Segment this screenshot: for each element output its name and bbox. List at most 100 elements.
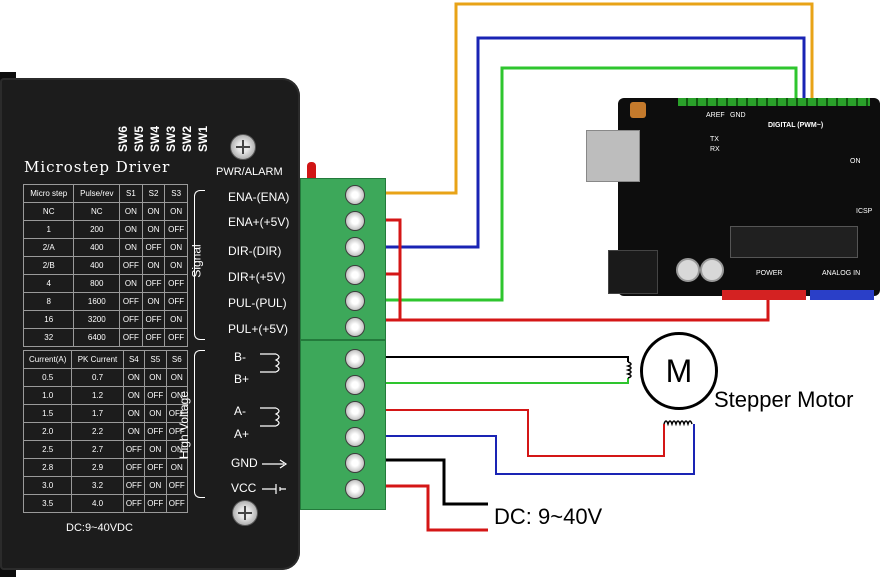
terminal-screw-icon[interactable]: [345, 375, 365, 395]
terminal-screw-icon[interactable]: [345, 427, 365, 447]
reset-button[interactable]: [630, 102, 646, 118]
table-cell: 2.7: [71, 440, 124, 459]
terminal-screw-icon[interactable]: [345, 211, 365, 231]
wire-green-b-plus: [384, 378, 629, 384]
capacitor-icon: [676, 258, 700, 282]
table-cell: ON: [119, 202, 143, 221]
table-cell: ON: [164, 238, 188, 257]
table-cell: OFF: [119, 256, 143, 275]
terminal-screw-icon[interactable]: [345, 401, 365, 421]
sw-label: SW4: [148, 125, 162, 152]
power-terminal-block: [300, 340, 386, 510]
table-cell: NC: [22, 202, 75, 221]
power-header-label: POWER: [756, 270, 783, 277]
sw-label: SW5: [132, 125, 146, 152]
table-cell: 400: [73, 238, 121, 257]
table-cell: OFF: [165, 404, 189, 423]
table-cell: ON: [165, 368, 189, 387]
sw-label: SW6: [116, 125, 130, 152]
table-cell: 2.0: [22, 422, 73, 441]
table-cell: OFF: [119, 310, 143, 329]
table-cell: ON: [144, 368, 167, 387]
pin-label-a-plus: A+: [234, 427, 250, 441]
high-voltage-bracket: [194, 350, 205, 498]
pin-label-a-minus: A-: [234, 404, 246, 418]
table-cell: OFF: [141, 274, 166, 293]
pin-label-dir-plus: DIR+(+5V): [228, 270, 286, 284]
table-cell: NC: [73, 202, 121, 221]
dip-switch-labels: SW6 SW5 SW4 SW3 SW2 SW1: [110, 104, 220, 154]
table-cell: ON: [119, 220, 143, 239]
pin-label-ena-plus: ENA+(+5V): [228, 215, 290, 229]
wire-green-pul: [384, 66, 798, 302]
table-cell: OFF: [122, 458, 146, 477]
pin-label-vcc: VCC: [231, 481, 257, 495]
wire-black-b-minus: [384, 356, 629, 362]
table-header-cell: PK Current: [71, 350, 124, 369]
table-cell: 2.2: [71, 422, 124, 441]
pin-label-pul-plus: PUL+(+5V): [228, 322, 289, 336]
table-cell: 2/B: [22, 256, 75, 275]
table-cell: ON: [164, 256, 188, 275]
driver-title: Microstep Driver: [24, 158, 171, 176]
pin-label-b-minus: B-: [234, 350, 246, 364]
wire-red-a-minus: [384, 409, 665, 457]
table-cell: ON: [164, 310, 188, 329]
terminal-screw-icon[interactable]: [345, 479, 365, 499]
table-cell: ON: [122, 404, 146, 423]
table-cell: OFF: [164, 328, 188, 347]
dc-jack-icon: [608, 250, 658, 294]
table-cell: ON: [122, 368, 146, 387]
terminal-screw-icon[interactable]: [345, 185, 365, 205]
table-cell: OFF: [141, 238, 166, 257]
wire-yellow-ena: [384, 2, 814, 195]
table-header-cell: Current(A): [22, 350, 73, 369]
stepper-motor-symbol: M: [640, 332, 718, 410]
analog-header-label: ANALOG IN: [822, 270, 861, 277]
terminal-screw-icon[interactable]: [345, 291, 365, 311]
table-header-cell: Pulse/rev: [73, 184, 121, 203]
signal-group-label: Signal: [189, 244, 204, 278]
table-cell: ON: [119, 238, 143, 257]
table-cell: 2.8: [22, 458, 73, 477]
motor-letter: M: [665, 353, 693, 389]
terminal-screw-icon[interactable]: [345, 265, 365, 285]
table-header-cell: S3: [164, 184, 188, 203]
table-cell: 4.0: [71, 494, 124, 513]
wire-red-5v-link: [384, 218, 770, 322]
table-cell: 1: [22, 220, 75, 239]
table-header-cell: S4: [122, 350, 146, 369]
table-header-cell: S1: [119, 184, 143, 203]
table-cell: 400: [73, 256, 121, 275]
mounting-screw-top-icon: [230, 134, 256, 160]
pin-label-pul-minus: PUL-(PUL): [228, 296, 287, 310]
power-header: [722, 290, 806, 300]
table-cell: 0.7: [71, 368, 124, 387]
table-cell: 3.2: [71, 476, 124, 495]
table-cell: OFF: [119, 328, 143, 347]
table-cell: 16: [22, 310, 75, 329]
terminal-screw-icon[interactable]: [345, 349, 365, 369]
table-cell: ON: [164, 202, 188, 221]
terminal-screw-icon[interactable]: [345, 453, 365, 473]
table-header-cell: S5: [144, 350, 167, 369]
arduino-board: AREF GND DIGITAL (PWM~) TX RX ON ICSP PO…: [586, 98, 880, 300]
table-cell: 1.7: [71, 404, 124, 423]
terminal-screw-icon[interactable]: [345, 317, 365, 337]
terminal-screw-icon[interactable]: [345, 237, 365, 257]
